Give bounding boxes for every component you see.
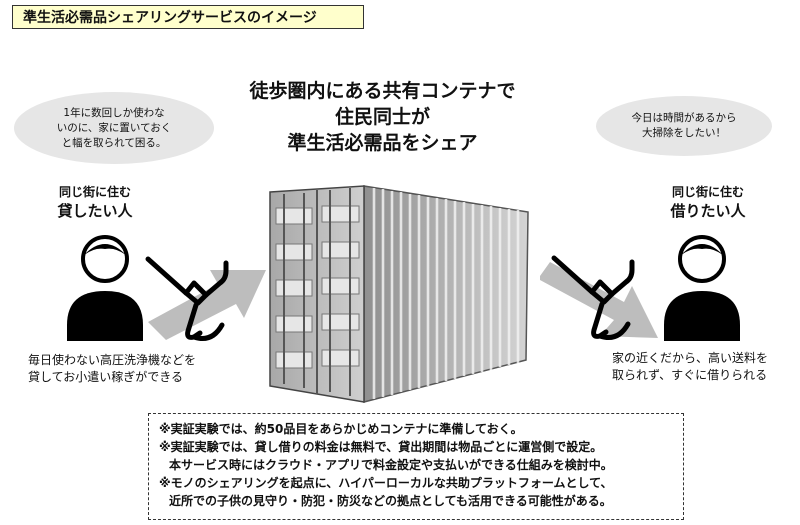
note-line: ※モノのシェアリングを起点に、ハイパーローカルな共助プラットフォームとして、 <box>159 476 613 490</box>
lender-speech-bubble: 1年に数回しか使わな いのに、家に置いておく と幅を取られて困る。 <box>14 92 214 164</box>
container-icon <box>269 185 529 403</box>
arrow-icon <box>148 270 266 340</box>
note-line: 近所での子供の見守り・防犯・防災などの拠点としても活用できる可能性がある。 <box>169 494 612 508</box>
pressure-washer-icon <box>551 255 635 340</box>
headline-line-1: 徒歩圏内にある共有コンテナで <box>249 80 516 102</box>
borrower-role-main: 借りたい人 <box>670 202 746 220</box>
note-line: 本サービス時にはクラウド・アプリで料金設定や支払いができる仕組みを検討中。 <box>169 458 613 472</box>
borrower-bubble-text: 今日は時間があるから 大掃除をしたい！ <box>631 112 737 139</box>
note-line: ※実証実験では、約50品目をあらかじめコンテナに準備しておく。 <box>159 422 523 436</box>
borrower-speech-bubble: 今日は時間があるから 大掃除をしたい！ <box>596 96 772 156</box>
borrower-description: 家の近くだから、高い送料を 取られず、すぐに借りられる <box>612 351 769 382</box>
person-icon <box>67 235 143 341</box>
headline-line-2: 住民同士が <box>334 106 430 128</box>
borrower-role: 同じ街に住む 借りたい人 <box>653 183 763 221</box>
pressure-washer-icon <box>145 256 229 341</box>
lender-role-main: 貸したい人 <box>57 202 133 220</box>
person-icon <box>664 235 740 341</box>
lender-description: 毎日使わない高圧洗浄機などを 貸してお小遣い稼ぎができる <box>28 353 197 384</box>
lender-role: 同じ街に住む 貸したい人 <box>40 183 150 221</box>
borrower-role-top: 同じ街に住む <box>671 185 744 199</box>
headline-line-3: 準生活必需品をシェア <box>287 132 478 154</box>
notes-box: ※実証実験では、約50品目をあらかじめコンテナに準備しておく。 ※実証実験では、… <box>148 413 684 520</box>
lender-bubble-text: 1年に数回しか使わな いのに、家に置いておく と幅を取られて困る。 <box>56 106 172 149</box>
diagram-title: 準生活必需品シェアリングサービスのイメージ <box>12 5 364 29</box>
lender-role-top: 同じ街に住む <box>58 185 131 199</box>
headline: 徒歩圏内にある共有コンテナで 住民同士が 準生活必需品をシェア <box>215 78 550 156</box>
note-line: ※実証実験では、貸し借りの料金は無料で、貸出期間は物品ごとに運営側で設定。 <box>159 440 603 454</box>
